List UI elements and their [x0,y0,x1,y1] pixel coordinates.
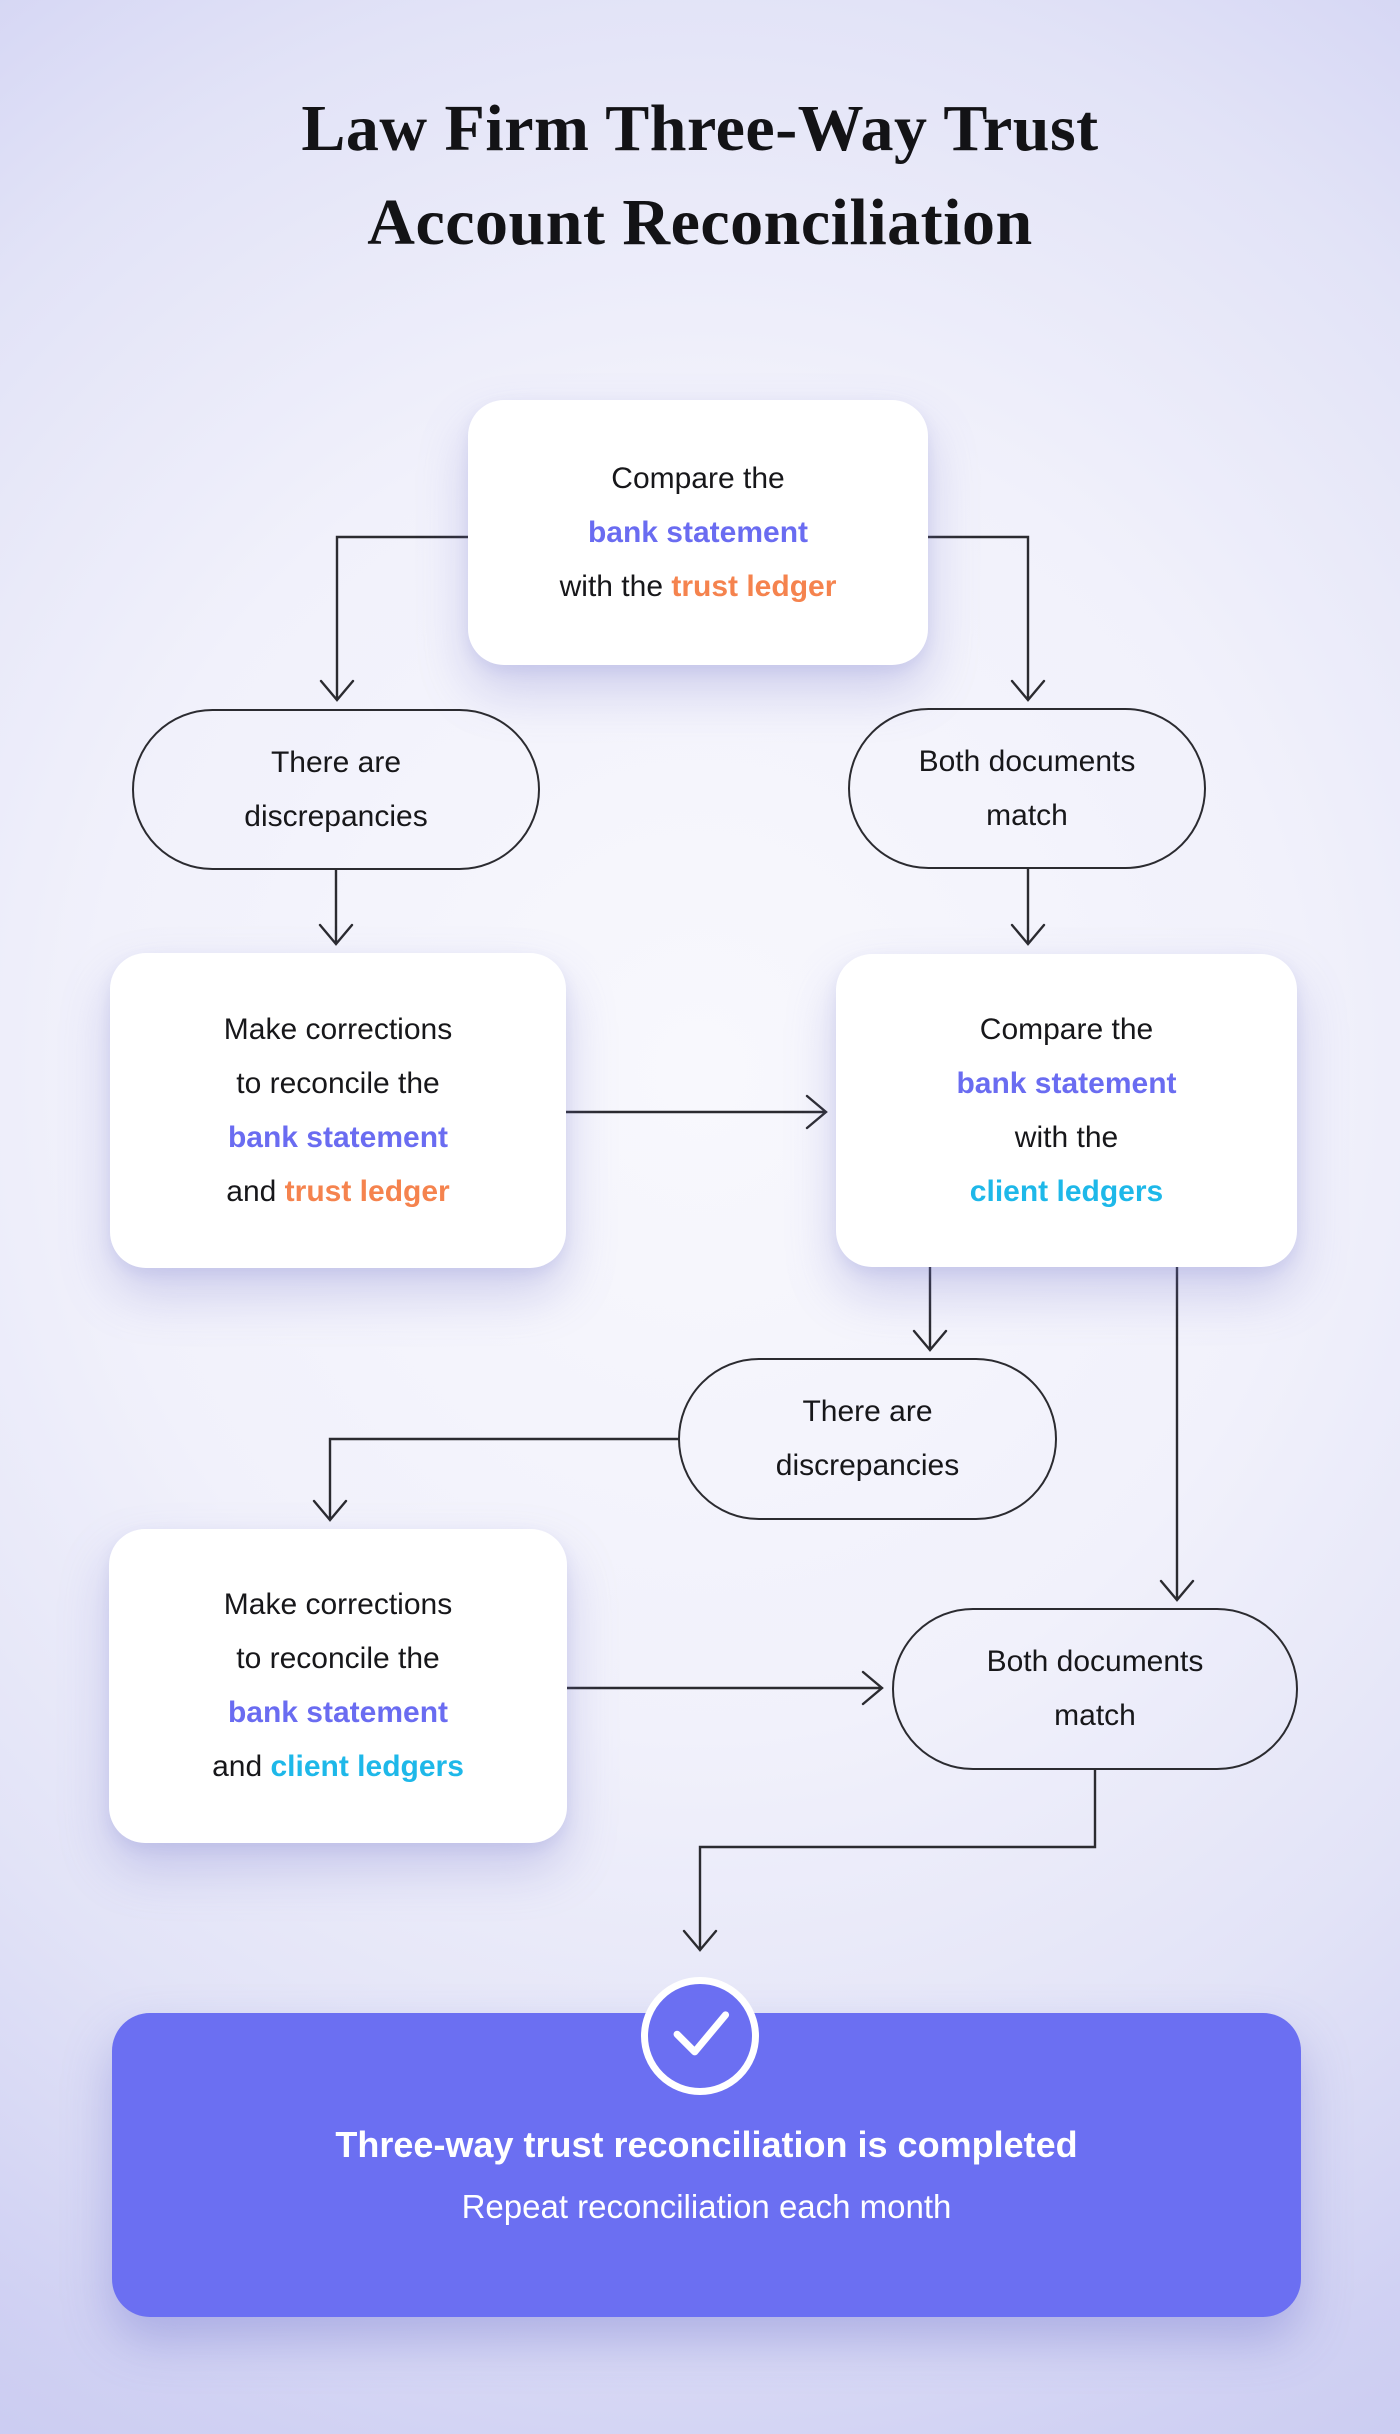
node-text-line: Compare the [611,461,785,495]
client-ledgers-highlight: client ledgers [270,1750,464,1783]
checkmark-glyph [673,2011,730,2056]
connector-corrections2-to-match2 [565,1670,884,1706]
node-text-line: Compare the [979,1012,1154,1046]
pill-text-line: discrepancies [244,799,428,833]
node-compare-bank-client: Compare the bank statement with the clie… [836,954,1297,1267]
node-text-line: and trust ledger [226,1165,449,1219]
pill-match-2: Both documents match [892,1608,1298,1770]
node-compare-bank-trust: Compare the bank statement with the trus… [468,400,928,665]
node-text-prefix: and [226,1174,285,1208]
node-text-line: to reconcile the [236,1642,440,1675]
connector-compare-to-match1 [926,535,1046,702]
pill-text-line: match [1054,1699,1136,1732]
connector-corrections1-to-compare2 [564,1094,828,1130]
node-text-line: to reconcile the [236,1066,440,1100]
page-title-line1: Law Firm Three-Way Trust [301,92,1099,165]
connector-compare2-to-discrepancies2 [912,1265,948,1352]
pill-text-line: There are [802,1395,933,1428]
node-text-line: with the trust ledger [560,560,837,614]
page-title-line2: Account Reconciliation [367,186,1033,259]
trust-ledger-highlight: trust ledger [671,569,837,603]
completion-subtitle: Repeat reconciliation each month [461,2188,952,2225]
completion-text: Three-way trust reconciliation is comple… [112,2113,1301,2237]
node-corrections-bank-client: Make corrections to reconcile the bank s… [109,1529,567,1843]
connector-compare2-to-match2 [1159,1265,1195,1602]
node-corrections-bank-trust: Make corrections to reconcile the bank s… [110,953,566,1268]
pill-text-line: discrepancies [775,1449,960,1482]
check-icon [641,1977,759,2095]
pill-match-1: Both documents match [848,708,1206,869]
pill-discrepancies-1: There are discrepancies [132,709,540,870]
bank-statement-highlight: bank statement [227,1120,449,1154]
connector-discrepancies1-to-corrections1 [318,868,354,946]
connector-compare-to-discrepancies1 [319,535,470,702]
pill-text-line: There are [270,745,402,779]
pill-text-line: Both documents [918,744,1136,778]
connector-discrepancies2-to-corrections2 [312,1437,680,1522]
node-text-line: Make corrections [223,1012,453,1046]
node-text-line: and client ledgers [212,1740,464,1794]
pill-text-line: match [986,798,1068,832]
client-ledgers-highlight: client ledgers [969,1174,1164,1208]
bank-statement-highlight: bank statement [227,1696,449,1729]
node-text-prefix: and [212,1750,271,1783]
page-title: Law Firm Three-Way Trust Account Reconci… [0,82,1400,270]
pill-text-line: Both documents [986,1645,1204,1678]
connector-match2-to-done [682,1768,1097,1952]
node-text-line: Make corrections [223,1588,453,1621]
pill-discrepancies-2: There are discrepancies [678,1358,1057,1520]
bank-statement-highlight: bank statement [956,1066,1177,1100]
node-text-prefix: with the [559,569,672,603]
completion-title: Three-way trust reconciliation is comple… [335,2124,1078,2165]
trust-ledger-highlight: trust ledger [284,1174,450,1208]
bank-statement-highlight: bank statement [587,515,809,549]
connector-match1-to-compare2 [1010,867,1046,946]
node-text-line: with the [1014,1120,1119,1154]
